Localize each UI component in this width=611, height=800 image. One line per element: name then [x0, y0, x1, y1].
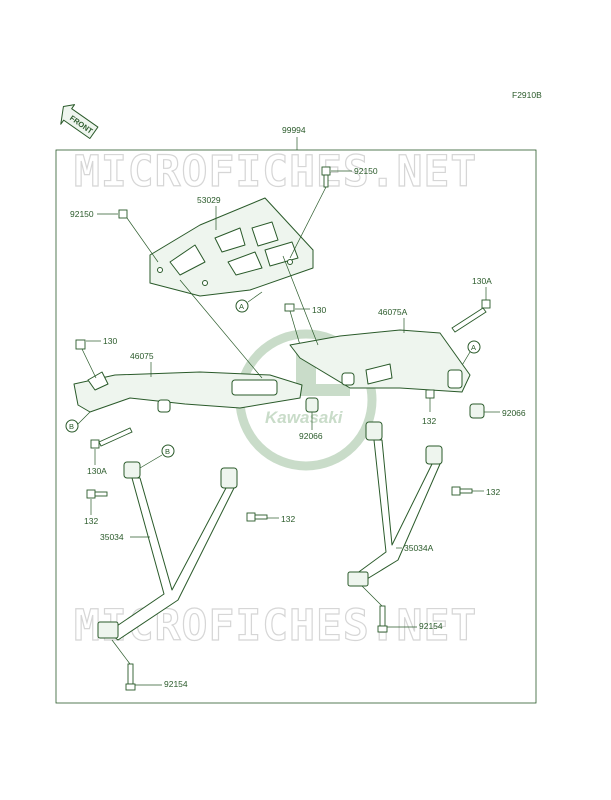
diagram-code: F2910B	[512, 90, 542, 100]
stay-35034A	[347, 421, 443, 587]
label-132-right-low: 132	[486, 487, 500, 497]
damper-92066-center	[305, 397, 319, 413]
ref-marker-a-top: A	[235, 291, 263, 313]
label-92066-center: 92066	[299, 431, 323, 441]
label-35034: 35034	[100, 532, 124, 542]
assembly-frame	[55, 149, 537, 704]
watermark-top: MICROFICHES.NET	[74, 147, 477, 197]
bolt-130A-left	[90, 427, 133, 449]
bolt-132-left	[86, 489, 108, 499]
bolt-130-upper-right	[284, 303, 301, 346]
svg-text:B: B	[165, 447, 170, 456]
carrier-plate-53029	[149, 197, 314, 297]
label-132-right-mid: 132	[422, 416, 436, 426]
bracket-46075A	[289, 329, 471, 393]
bolt-132-center	[246, 512, 268, 522]
bracket-46075	[73, 371, 303, 413]
label-92150-right: 92150	[354, 166, 378, 176]
logo-text: Kawasaki	[265, 408, 344, 427]
label-130-upper-right: 130	[312, 305, 326, 315]
bolt-92154-right	[361, 585, 388, 633]
label-99994: 99994	[282, 125, 306, 135]
svg-text:A: A	[239, 302, 244, 311]
front-arrow-icon: FRONT	[60, 104, 99, 140]
label-130A-right: 130A	[472, 276, 492, 286]
label-132-left: 132	[84, 516, 98, 526]
svg-text:A: A	[471, 343, 476, 352]
bolt-92150-left	[118, 209, 159, 263]
watermark-bottom: MICROFICHES.NET	[74, 601, 477, 651]
stay-35034	[97, 461, 238, 641]
label-92066-right: 92066	[502, 408, 526, 418]
ref-marker-b-center: B	[139, 444, 175, 469]
bolt-130A-right	[451, 299, 491, 333]
label-35034A: 35034A	[404, 543, 434, 553]
bolt-130-left	[75, 339, 97, 379]
bolt-92150-right	[289, 166, 331, 259]
ref-marker-b-left: B	[65, 411, 91, 433]
label-132-center: 132	[281, 514, 295, 524]
label-92154-left: 92154	[164, 679, 188, 689]
bolt-92154-left	[111, 639, 136, 691]
kawasaki-logo: Kawasaki	[235, 329, 377, 471]
svg-text:B: B	[69, 422, 74, 431]
label-92154-right: 92154	[419, 621, 443, 631]
label-46075A: 46075A	[378, 307, 408, 317]
label-53029: 53029	[197, 195, 221, 205]
bolt-132-right-mid	[425, 389, 435, 412]
label-130A-left: 130A	[87, 466, 107, 476]
label-130-left: 130	[103, 336, 117, 346]
label-46075: 46075	[130, 351, 154, 361]
ref-marker-a-right: A	[457, 340, 481, 373]
damper-92066-right	[469, 403, 485, 419]
label-92150-left: 92150	[70, 209, 94, 219]
bolt-132-right-low	[451, 486, 473, 496]
